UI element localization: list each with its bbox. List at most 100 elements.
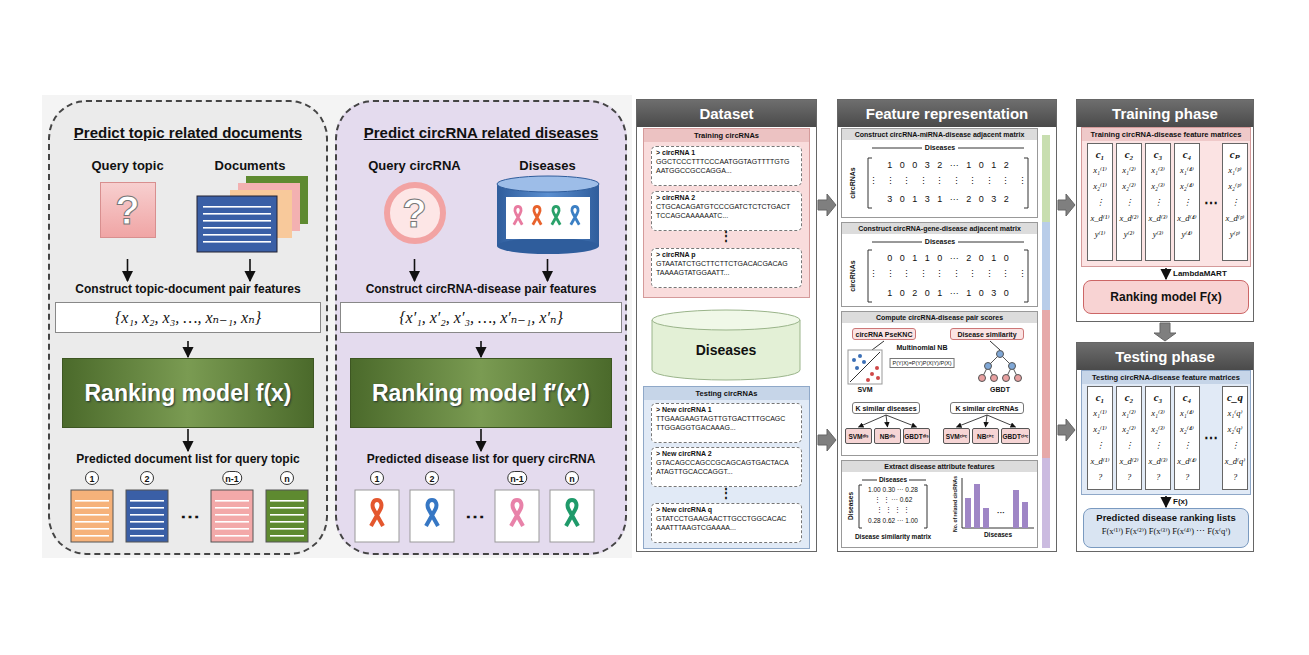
feature-column: c_qx₁⁽q⁾x₂⁽q⁾⋮x_d⁽q⁾? — [1222, 386, 1248, 490]
callout-number: n — [565, 471, 579, 485]
node-text: x₁⁽³⁾ — [1146, 405, 1170, 421]
disease-cylinder — [652, 310, 800, 380]
sequence-box: > New circRNA qGTATCCTGAAGAACTTGCCTGGCAC… — [651, 503, 802, 543]
node-heading: Disease similarity — [957, 331, 1016, 338]
axis-label: Diseases — [925, 144, 955, 152]
node-text: GTATCCTGAAGAACTTGCCTGGCACAC AAATTTAAGTCG… — [656, 515, 797, 533]
sequence-box: > circRNA 2CTGCACAGATGTCCCGATCTCTCTGACT … — [651, 191, 802, 231]
node-heading: c₁ — [1088, 146, 1112, 162]
node-text: x_d⁽⁴⁾ — [1175, 453, 1199, 469]
node-text: GTAATATCTGCTTCTTCTGACACGACAG TAAAAGTATGG… — [656, 260, 797, 278]
disease-database — [497, 184, 599, 246]
method-label: GBDT — [990, 386, 1010, 394]
bar-chart — [962, 478, 1034, 528]
ranked-documents — [270, 496, 304, 538]
gbdt-tree — [1015, 375, 1022, 382]
node-text: ? — [100, 182, 156, 238]
arrow-line — [986, 415, 988, 427]
disease-database — [497, 176, 599, 192]
callout-number: 1 — [85, 471, 99, 485]
gbdt-tree — [985, 363, 992, 370]
panel-ground — [837, 99, 1057, 552]
feature-column: c₄x₁⁽⁴⁾x₂⁽⁴⁾⋮x_d⁽⁴⁾? — [1174, 386, 1200, 490]
dataset-group: Testing circRNAs> New circRNA 1TTGAAGAAG… — [643, 386, 810, 549]
node-heading: Dataset — [637, 100, 816, 127]
panel-ground — [42, 95, 632, 558]
node-text: ? — [1117, 469, 1141, 485]
axis-label: Diseases — [847, 492, 854, 520]
panel-ground — [335, 100, 627, 555]
node-heading: Testing circRNA-disease feature matrices — [1082, 371, 1250, 384]
axis-label: circRNAs — [849, 167, 857, 199]
node-text: x₂⁽¹⁾ — [1088, 178, 1112, 194]
output-caption: Predicted document list for query topic — [55, 452, 321, 470]
node-text: x₂⁽³⁾ — [1146, 421, 1170, 437]
node-heading: c₄ — [1175, 389, 1199, 405]
sequence-box: > New circRNA 1TTGAAGAAGTAGTTGTGACTTTGCA… — [651, 403, 802, 443]
node-heading: Ranking model F(x) — [1110, 290, 1221, 304]
node-heading: c₃ — [1146, 146, 1170, 162]
block-arrow — [818, 429, 836, 451]
ranking-model-box: Ranking model f′(x′) — [350, 358, 612, 428]
feature-color-bar — [1042, 135, 1050, 548]
axis-label: Diseases — [879, 476, 907, 483]
sequence-box: > circRNA pGTAATATCTGCTTCTTCTGACACGACAG … — [651, 248, 802, 288]
ranking-model-box: Ranking model f(x) — [62, 358, 314, 428]
node-heading: Diseases — [696, 342, 757, 358]
matrix-row: 1.00 0.30 ··· 0.28 — [868, 486, 918, 493]
output-box: Predicted disease ranking listsF(x⁽¹⁾) F… — [1083, 508, 1249, 548]
node-heading: Testing phase — [1077, 343, 1253, 370]
matrix-row: ⋮ ⋮ ⋮ ⋮ ⋮ ⋮ ⋮ ⋮ ⋮ ⋮ — [869, 176, 1027, 186]
node-text: GGCTCCCTTTCCCAATGGTAGTTTTGTG AATGGCCGCCA… — [656, 158, 797, 176]
node-text: x₁⁽¹⁾ — [1088, 162, 1112, 178]
node-heading: Construct topic-document pair features — [55, 282, 321, 296]
node-text: x₂⁽³⁾ — [1146, 178, 1170, 194]
method-tag: circRNA PseKNC — [852, 328, 916, 340]
node-text: x₁⁽⁴⁾ — [1175, 162, 1199, 178]
disease-database — [571, 207, 579, 225]
matrix-row: ⋮ ⋮ ··· 0.62 — [874, 496, 913, 503]
node-heading: NBᵈⁱˢ — [880, 432, 895, 441]
output-caption: Predicted disease list for query circRNA — [340, 452, 622, 470]
node-heading: c₃ — [1146, 389, 1170, 405]
node-heading: GBDTᵈⁱˢ — [904, 432, 928, 441]
disease-database — [497, 238, 599, 254]
node-heading: Feature representation — [838, 100, 1056, 127]
node-heading: Extract disease attribute features — [842, 461, 1037, 472]
arrow-line — [249, 259, 251, 281]
method-tag: Disease similarity — [950, 328, 1024, 340]
node-text: {x₁, x₂, x₃, …, xₙ₋₁, xₙ} — [55, 302, 321, 333]
node-heading: GBDTᶜⁱʳᶜ — [1003, 432, 1029, 441]
matrix-bracket — [859, 485, 927, 528]
sequence-box: > circRNA 1GGCTCCCTTTCCCAATGGTAGTTTTGTG … — [651, 146, 802, 186]
node-heading: Ranking model f′(x′) — [372, 380, 590, 407]
arrow-line — [187, 429, 189, 451]
document-stack — [197, 176, 308, 252]
disease-database — [552, 207, 560, 225]
arrow-line — [859, 415, 887, 427]
node-heading: > circRNA 1 — [656, 149, 797, 158]
node-text: x₁⁽ᵖ⁾ — [1223, 162, 1247, 178]
feature-column: c₂x₁⁽²⁾x₂⁽²⁾⋮x_d⁽²⁾y⁽²⁾ — [1116, 143, 1142, 261]
disease-database — [514, 207, 522, 225]
node-heading: > New circRNA 2 — [656, 450, 797, 459]
method-label: SVM — [857, 386, 872, 394]
ranked-documents — [71, 490, 113, 542]
node-heading: > New circRNA 1 — [656, 406, 797, 415]
node-heading: Training circRNA-disease feature matrice… — [1082, 128, 1250, 141]
formula: P(Y|X)=P(Y)P(X|Y)/P(X) — [890, 358, 955, 368]
arrow-line — [547, 259, 549, 281]
node-text: x₁⁽⁴⁾ — [1175, 405, 1199, 421]
gbdt-tree — [979, 375, 986, 382]
ranked-diseases — [550, 490, 594, 542]
node-heading: c₂ — [1117, 146, 1141, 162]
ranked-diseases — [410, 490, 454, 542]
arrow-line — [987, 415, 1016, 427]
node-text: x_d⁽³⁾ — [1146, 453, 1170, 469]
bar-chart — [974, 484, 980, 528]
svm-plot — [848, 350, 882, 384]
node-text: ⋮ — [1146, 437, 1170, 453]
node-heading: > circRNA p — [656, 251, 797, 260]
feature-color-bar — [1042, 310, 1050, 458]
axis-label: No. of related circRNAs — [953, 476, 959, 532]
